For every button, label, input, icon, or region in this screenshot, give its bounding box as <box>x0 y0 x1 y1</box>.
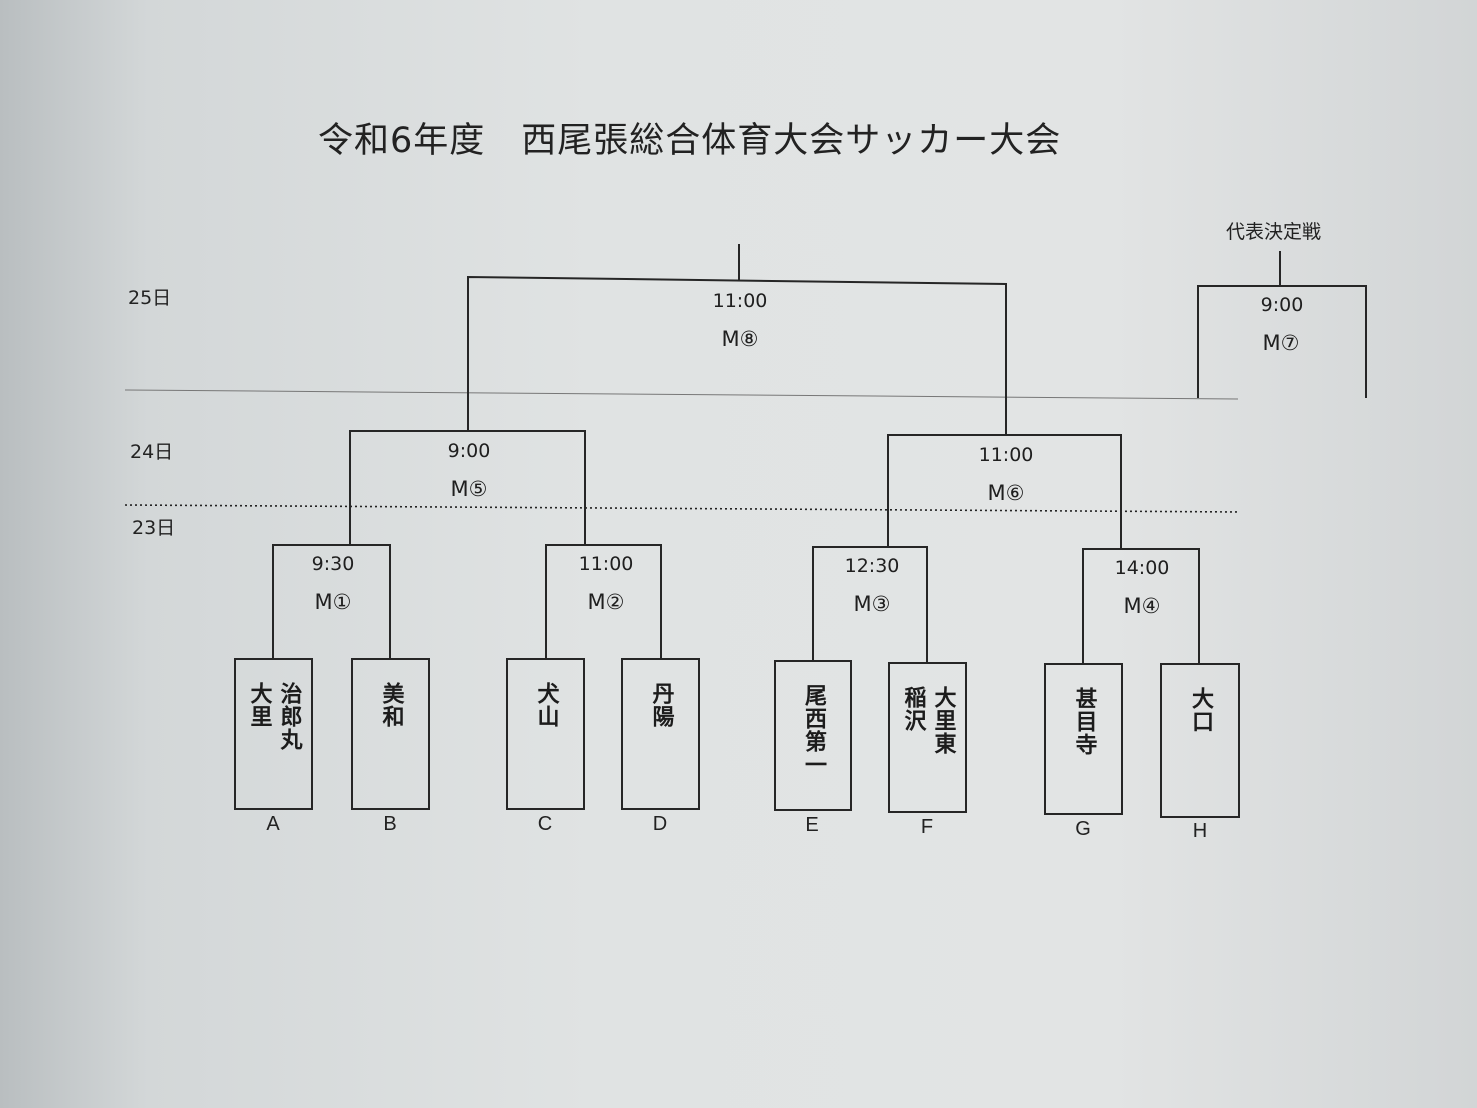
bracket-m3 <box>812 546 928 662</box>
m8-time: 11:00 <box>712 290 768 312</box>
team-name-f-2: 大里東 <box>930 686 956 755</box>
team-letter-b: B <box>383 813 397 835</box>
team-name-g: 甚目寺 <box>1071 687 1097 756</box>
bracket-m1 <box>272 544 391 658</box>
team-name-d: 丹陽 <box>648 682 674 728</box>
m3-time: 12:30 <box>844 555 900 577</box>
bracket-m7 <box>1197 285 1367 398</box>
m8-label: M⑧ <box>721 327 759 351</box>
separator-24-23 <box>124 504 1241 513</box>
m1-time: 9:30 <box>311 553 355 575</box>
m7-label: M⑦ <box>1262 331 1300 355</box>
day-label-24: 24日 <box>130 441 174 463</box>
m7-time: 9:00 <box>1260 294 1304 316</box>
team-box-f: 稲沢 大里東 <box>888 662 967 813</box>
day-label-25: 25日 <box>128 287 172 309</box>
team-box-c: 犬山 <box>506 658 585 810</box>
m2-label: M② <box>587 590 625 614</box>
m6-time: 11:00 <box>978 444 1034 466</box>
bracket-m8 <box>467 275 1007 435</box>
page-title: 令和6年度 西尾張総合体育大会サッカー大会 <box>318 121 1062 161</box>
team-name-a-2: 治郎丸 <box>276 682 302 751</box>
m4-label: M④ <box>1123 594 1161 618</box>
team-letter-a: A <box>266 813 280 835</box>
team-letter-h: H <box>1192 820 1208 842</box>
team-name-a-1: 大里 <box>246 682 272 728</box>
representative-match-label: 代表決定戦 <box>1226 221 1322 243</box>
team-box-a: 大里 治郎丸 <box>234 658 313 810</box>
m5-label: M⑤ <box>450 477 488 501</box>
team-letter-f: F <box>920 816 934 838</box>
team-box-b: 美和 <box>351 658 430 810</box>
team-letter-d: D <box>652 813 668 835</box>
m3-label: M③ <box>853 592 891 616</box>
team-letter-e: E <box>805 814 819 836</box>
team-letter-c: C <box>537 813 553 835</box>
team-name-e: 尾西第一 <box>801 684 826 776</box>
m4-time: 14:00 <box>1114 557 1170 579</box>
team-name-h: 大口 <box>1188 687 1213 733</box>
team-box-h: 大口 <box>1160 663 1240 818</box>
team-name-f-1: 稲沢 <box>900 686 926 732</box>
team-name-b: 美和 <box>378 682 404 728</box>
team-box-g: 甚目寺 <box>1044 663 1123 815</box>
bracket-m2 <box>545 544 662 658</box>
team-letter-g: G <box>1075 818 1091 840</box>
team-name-c: 犬山 <box>533 682 559 728</box>
m5-time: 9:00 <box>447 440 491 462</box>
m1-label: M① <box>314 590 352 614</box>
day-label-23: 23日 <box>132 517 176 539</box>
bracket-m6 <box>887 434 1122 549</box>
separator-25-24 <box>124 389 1239 400</box>
m2-time: 11:00 <box>578 553 634 575</box>
m6-label: M⑥ <box>987 481 1025 505</box>
team-box-d: 丹陽 <box>621 658 700 810</box>
team-box-e: 尾西第一 <box>774 660 852 811</box>
bracket-m4 <box>1082 548 1200 663</box>
